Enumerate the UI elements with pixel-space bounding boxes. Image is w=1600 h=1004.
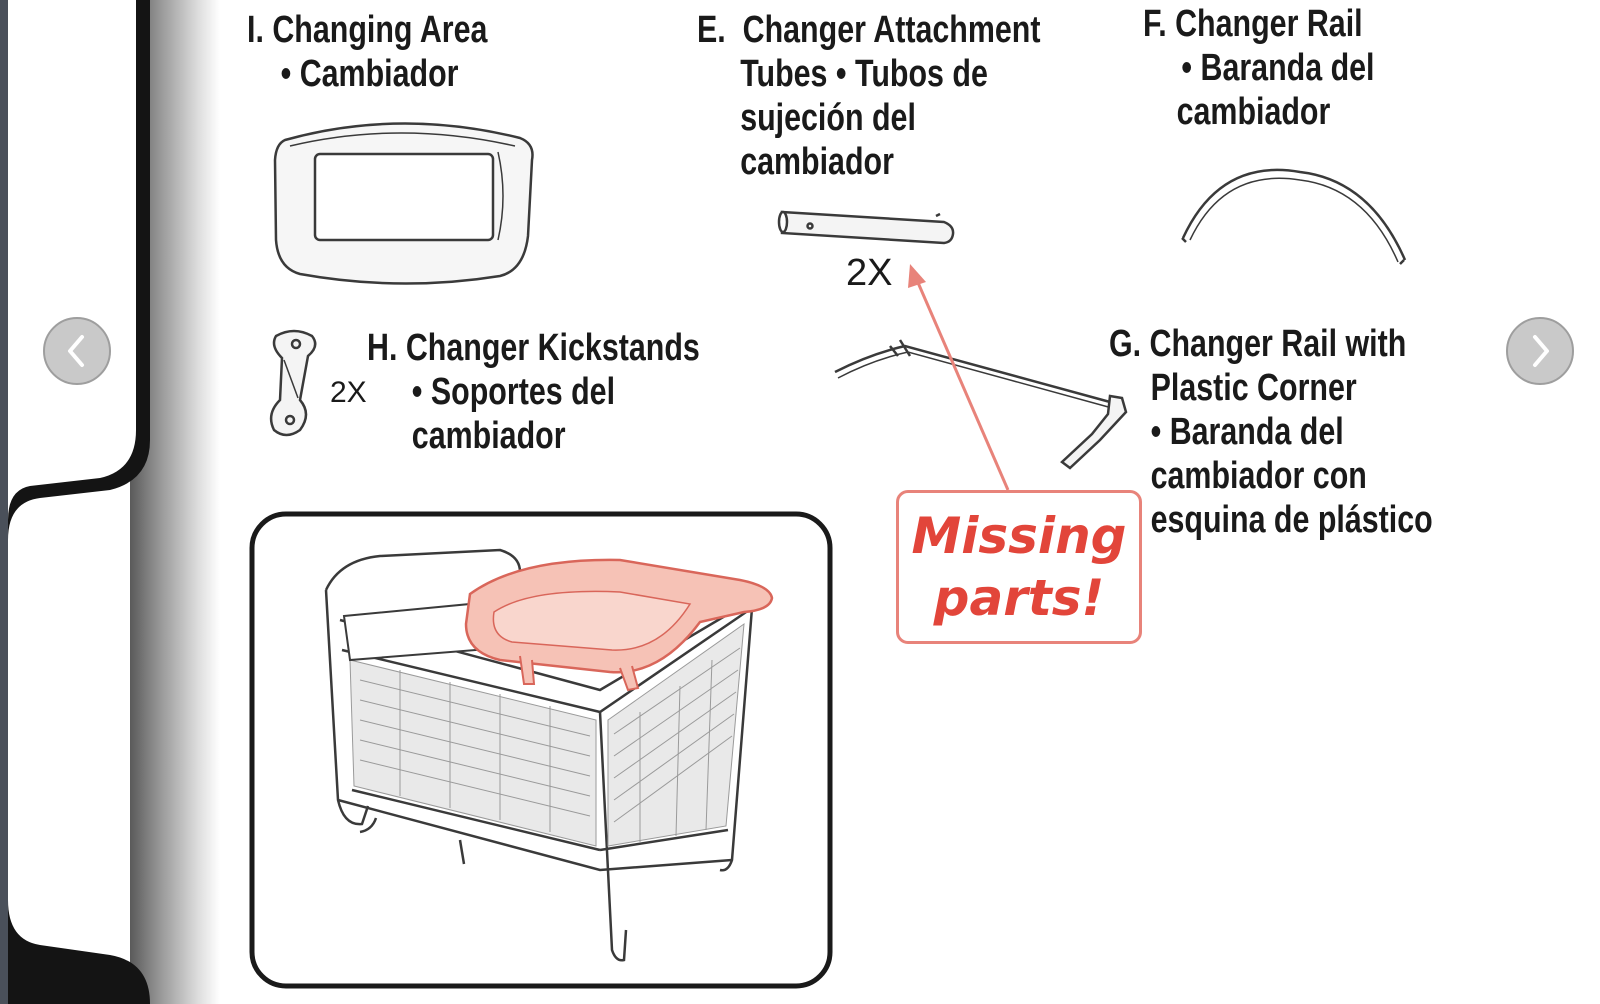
changer-highlight bbox=[464, 558, 774, 692]
part-g-line4: cambiador con bbox=[1150, 455, 1367, 497]
part-e-line2: Tubes • Tubos de bbox=[740, 53, 988, 95]
missing-parts-annotation: Missing parts! bbox=[896, 490, 1142, 644]
chevron-right-icon bbox=[1533, 335, 1549, 367]
part-e-line3: sujeción del bbox=[740, 97, 916, 139]
part-g-line3: • Baranda del bbox=[1150, 411, 1344, 453]
part-g-line5: esquina de plástico bbox=[1150, 499, 1433, 541]
section-sidebar bbox=[0, 0, 220, 1004]
part-h-label: H. Changer Kickstands • Soportes del cam… bbox=[367, 326, 700, 458]
part-i-title: Changing Area bbox=[272, 9, 488, 51]
part-i-label: I. Changing Area • Cambiador bbox=[247, 8, 487, 96]
part-e-letter: E. bbox=[697, 9, 726, 51]
next-page-button[interactable] bbox=[1506, 317, 1574, 385]
part-f-label: F. Changer Rail • Baranda del cambiador bbox=[1143, 2, 1375, 134]
playard-illustration bbox=[249, 511, 833, 989]
part-i-translation: • Cambiador bbox=[280, 53, 459, 95]
missing-parts-line2: parts! bbox=[933, 569, 1105, 627]
part-f-line3: cambiador bbox=[1176, 91, 1331, 133]
chevron-left-icon bbox=[68, 335, 84, 367]
part-f-line1: F. Changer Rail bbox=[1143, 3, 1363, 45]
part-h-line3: cambiador bbox=[411, 415, 566, 457]
part-g-line1: G. Changer Rail with bbox=[1109, 323, 1407, 365]
part-f-line2: • Baranda del bbox=[1181, 47, 1375, 89]
part-h-line1: H. Changer Kickstands bbox=[367, 327, 700, 369]
previous-page-button[interactable] bbox=[43, 317, 111, 385]
changer-rail-illustration bbox=[1181, 168, 1407, 265]
part-h-line2: • Soportes del bbox=[411, 371, 616, 413]
part-e-quantity: 2X bbox=[846, 252, 893, 294]
attachment-tube-illustration bbox=[777, 210, 955, 245]
part-g-line2: Plastic Corner bbox=[1150, 367, 1357, 409]
missing-parts-line1: Missing bbox=[911, 507, 1127, 565]
rail-with-corner-illustration bbox=[834, 339, 1128, 470]
changing-area-illustration bbox=[273, 122, 534, 285]
part-e-line1: Changer Attachment bbox=[742, 9, 1041, 51]
annotation-arrow bbox=[908, 264, 1010, 491]
part-h-quantity: 2X bbox=[330, 376, 367, 409]
kickstand-illustration bbox=[269, 329, 317, 437]
part-e-line4: cambiador bbox=[740, 141, 894, 183]
part-i-letter: I. bbox=[247, 9, 264, 51]
part-g-label: G. Changer Rail with Plastic Corner • Ba… bbox=[1109, 322, 1433, 542]
part-e-label: E. Changer Attachment Tubes • Tubos de s… bbox=[697, 8, 1040, 184]
